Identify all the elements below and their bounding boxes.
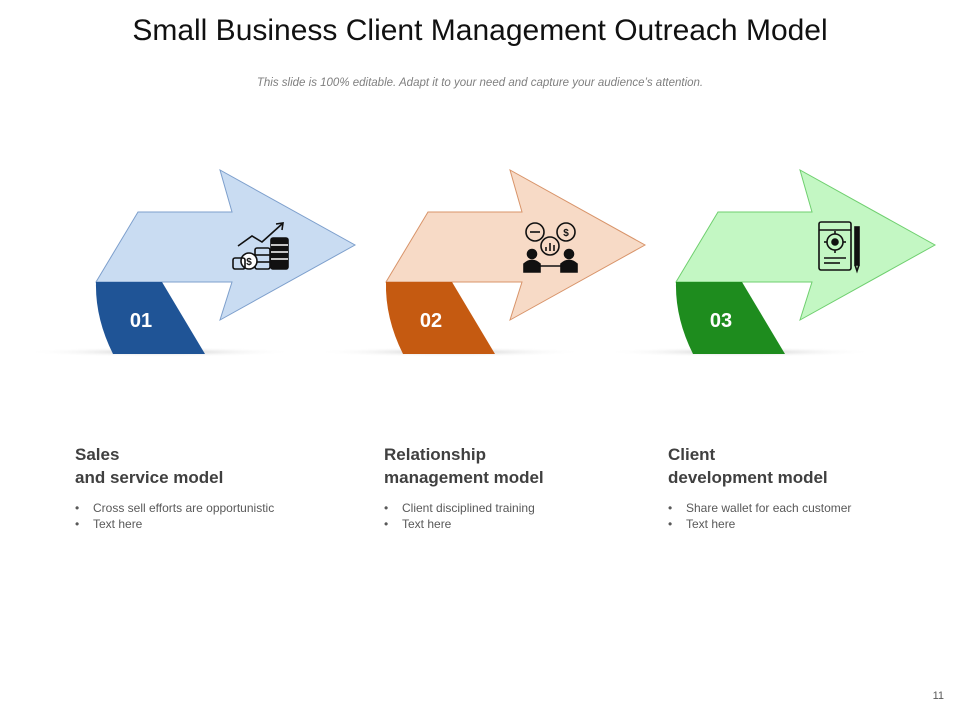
step-03-heading: Client development model <box>668 443 928 489</box>
step-02-text: Relationship management model Client dis… <box>384 443 644 532</box>
step-03-arrow-group: 03 <box>605 168 937 357</box>
step-02-number: 02 <box>420 310 442 332</box>
step-03-number: 03 <box>710 310 732 332</box>
list-item: Client disciplined training <box>384 500 644 516</box>
list-item: Text here <box>384 516 644 532</box>
step-01-arrow-group: 01 $ <box>25 168 357 357</box>
step-02-heading-line1: Relationship <box>384 445 487 464</box>
step-02-badge <box>385 282 495 354</box>
step-02-arrow-group: 02 $ <box>315 168 647 357</box>
step-01-heading-line1: Sales <box>75 445 120 464</box>
step-01-arrow <box>95 168 357 322</box>
svg-text:$: $ <box>246 257 252 268</box>
step-03-bullets: Share wallet for each customer Text here <box>668 500 928 532</box>
step-01-heading: Sales and service model <box>75 443 335 489</box>
step-03-text: Client development model Share wallet fo… <box>668 443 928 532</box>
svg-text:$: $ <box>563 228 569 239</box>
list-item: Text here <box>668 516 928 532</box>
step-01-badge <box>95 282 205 354</box>
step-02-bullets: Client disciplined training Text here <box>384 500 644 532</box>
slide-subtitle: This slide is 100% editable. Adapt it to… <box>256 77 704 89</box>
step-02-heading: Relationship management model <box>384 443 644 489</box>
list-item: Share wallet for each customer <box>668 500 928 516</box>
slide-title: Small Business Client Management Outreac… <box>132 14 828 47</box>
list-item: Cross sell efforts are opportunistic <box>75 500 335 516</box>
step-01-number: 01 <box>130 310 152 332</box>
step-02-arrow <box>385 168 647 322</box>
step-03-heading-line1: Client <box>668 445 716 464</box>
development-plan-icon <box>818 221 860 274</box>
step-03-heading-line2: development model <box>668 468 828 487</box>
step-01-heading-line2: and service model <box>75 468 224 487</box>
step-01-text: Sales and service model Cross sell effor… <box>75 443 335 532</box>
page-number: 11 <box>932 690 944 702</box>
step-02-heading-line2: management model <box>384 468 544 487</box>
client-meeting-icon: $ <box>523 222 578 273</box>
process-arrows-graphic: 01 $ 02 $ <box>25 168 937 357</box>
step-01-bullets: Cross sell efforts are opportunistic Tex… <box>75 500 335 532</box>
list-item: Text here <box>75 516 335 532</box>
step-03-badge <box>675 282 785 354</box>
step-03-arrow <box>675 168 937 322</box>
coins-growth-icon: $ <box>232 222 289 270</box>
